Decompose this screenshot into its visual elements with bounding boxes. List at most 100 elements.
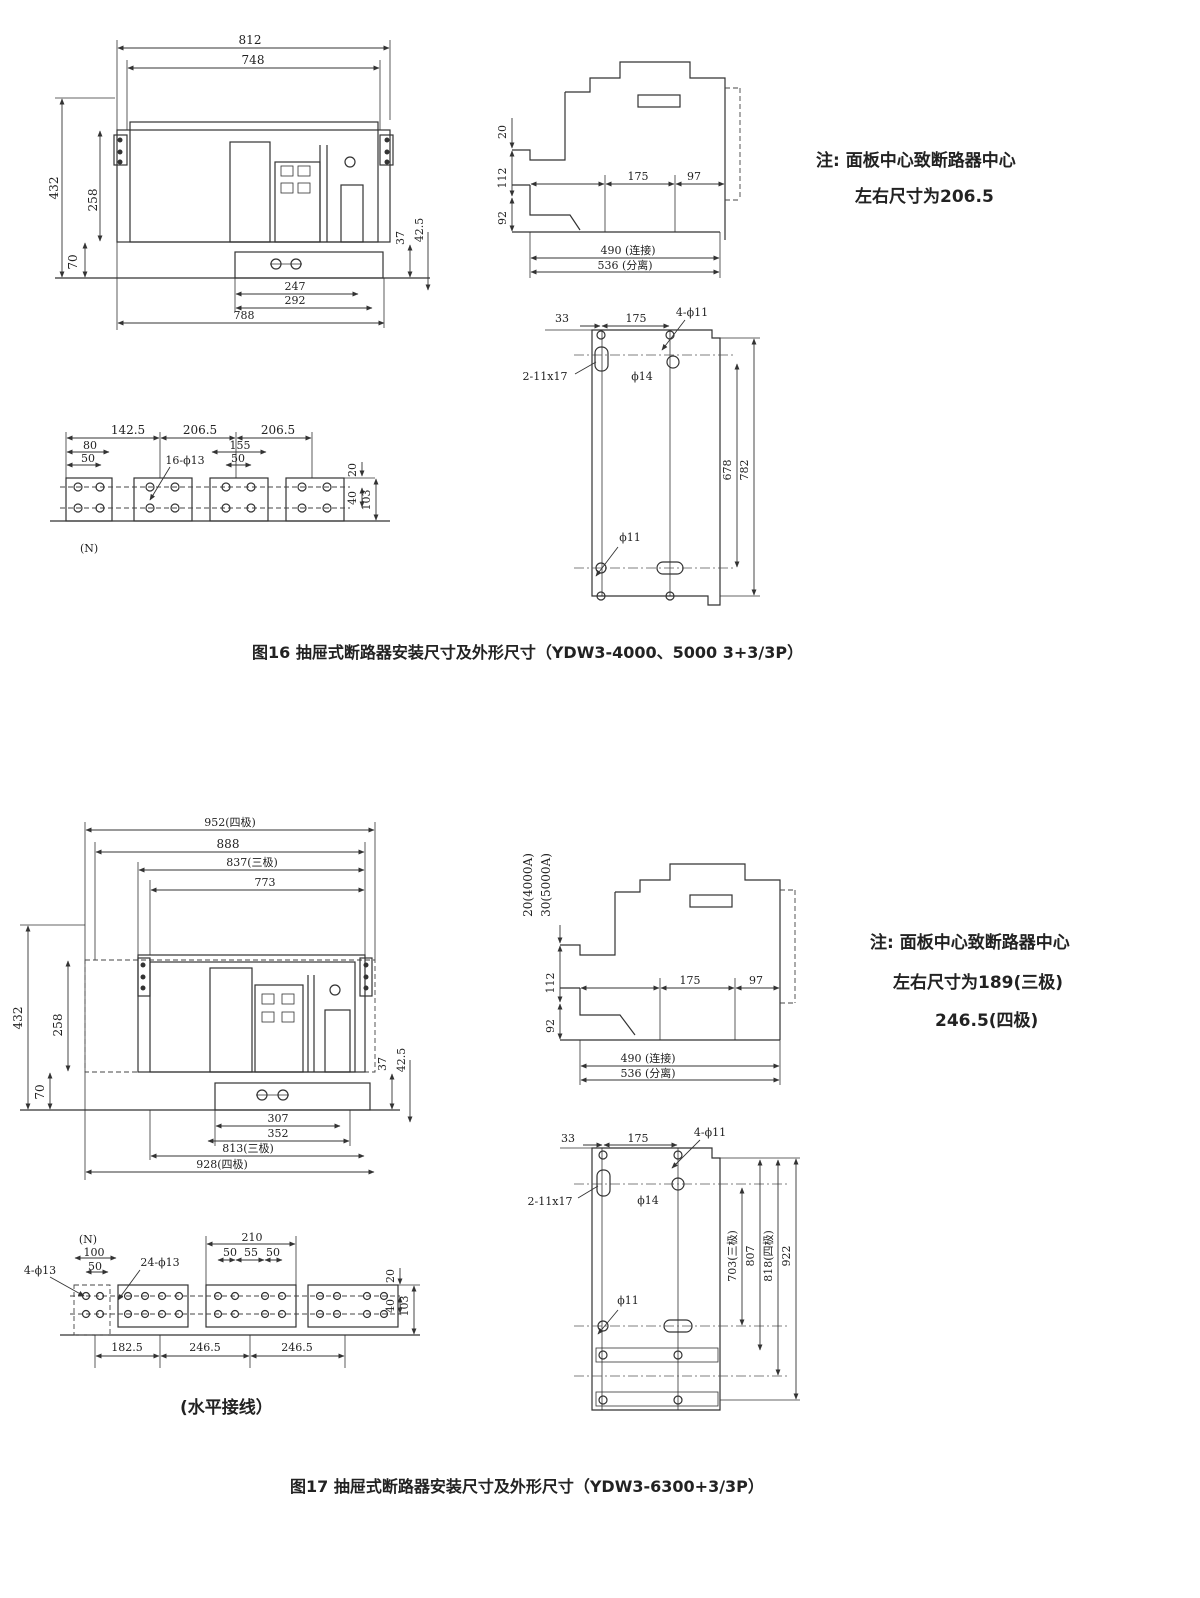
side-dim-97: 97	[687, 170, 701, 183]
term-dim-80: 80	[83, 439, 97, 452]
f17-base-d14: ϕ14	[637, 1194, 659, 1207]
term-dim-20: 20	[346, 463, 359, 477]
f17-term-50c: 50	[266, 1246, 280, 1259]
f17-term-100: 100	[84, 1246, 105, 1259]
f17-term-24d13: 24-ϕ13	[140, 1256, 179, 1269]
side-dim-112: 112	[496, 168, 509, 189]
f17-base-33: 33	[561, 1132, 575, 1145]
term-dim-142-5: 142.5	[111, 423, 145, 437]
f17-dim-928: 928(四极)	[196, 1157, 248, 1171]
base-dim-678: 678	[721, 460, 734, 481]
f17-term-103: 103	[398, 1296, 411, 1317]
term-n-label: (N)	[80, 542, 98, 555]
dim-42-5: 42.5	[413, 218, 426, 243]
note17-line1: 注: 面板中心致断路器中心	[870, 932, 1070, 953]
f17-side-30-5000a: 30(5000A)	[539, 853, 553, 917]
base-dim-175: 175	[626, 312, 647, 325]
dim-70: 70	[66, 254, 80, 269]
base-holes-4d11: 4-ϕ11	[676, 306, 708, 319]
side-dim-536: 536 (分离)	[597, 258, 652, 272]
note17-line3: 246.5(四极)	[935, 1011, 1038, 1031]
term-dim-206-5a: 206.5	[183, 423, 217, 437]
f17-base-d11: ϕ11	[617, 1294, 639, 1307]
fig16-side-view: 175 97 20 112 92 490 (连接) 536 (分离)	[496, 61, 741, 278]
note17-line2: 左右尺寸为189(三极)	[893, 972, 1063, 993]
fig17-note: 注: 面板中心致断路器中心 左右尺寸为189(三极) 246.5(四极)	[870, 932, 1070, 1031]
f17-dim-37: 37	[376, 1057, 389, 1071]
figure16-caption: 图16 抽屉式断路器安装尺寸及外形尺寸（YDW3-4000、5000 3+3/3…	[252, 643, 803, 662]
side-dim-20: 20	[496, 125, 509, 139]
dim-37: 37	[394, 231, 407, 245]
f17-dim-42-5: 42.5	[395, 1048, 408, 1073]
f17-term-210: 210	[242, 1231, 263, 1244]
side-dim-490: 490 (连接)	[600, 244, 655, 257]
terminal-holes	[73, 482, 332, 513]
f17-dim-837: 837(三极)	[226, 855, 278, 869]
term-dim-103: 103	[360, 490, 373, 511]
dim-748: 748	[242, 53, 265, 67]
f17-term-182-5: 182.5	[111, 1341, 143, 1354]
fig17-base-view: 33 175 4-ϕ11 2-11x17 ϕ14 ϕ11 703(三极) 807…	[528, 1126, 800, 1411]
f17-dim-952: 952(四极)	[204, 815, 256, 829]
f17-horizontal-wiring-label: (水平接线）	[180, 1397, 273, 1418]
f17-base-703: 703(三极)	[725, 1230, 739, 1282]
term-dim-50b: 50	[231, 452, 245, 465]
term-dim-206-5b: 206.5	[261, 423, 295, 437]
f17-base-922: 922	[780, 1246, 793, 1267]
fig17-side-view: 175 97 20(4000A) 30(5000A) 112 92 490 (连…	[521, 853, 796, 1085]
dim-788: 788	[234, 309, 255, 322]
dim-292: 292	[285, 294, 306, 307]
f17-side-536: 536 (分离)	[620, 1066, 675, 1080]
f17-term-55: 55	[244, 1246, 258, 1259]
f17-side-97: 97	[749, 974, 763, 987]
f17-dim-258: 258	[51, 1014, 65, 1037]
f17-term-246-5a: 246.5	[189, 1341, 221, 1354]
term-holes-16d13: 16-ϕ13	[165, 454, 204, 467]
f17-side-175: 175	[680, 974, 701, 987]
dim-812: 812	[239, 33, 262, 47]
dim-247: 247	[285, 280, 306, 293]
base-slot-2-11x17: 2-11x17	[523, 370, 568, 383]
f17-side-112: 112	[544, 973, 557, 994]
f17-base-slot: 2-11x17	[528, 1195, 573, 1208]
base-hole-d11: ϕ11	[619, 531, 641, 544]
f17-term-50b: 50	[223, 1246, 237, 1259]
f17-dim-888: 888	[217, 837, 240, 851]
f17-side-490: 490 (连接)	[620, 1052, 675, 1065]
fig16-note: 注: 面板中心致断路器中心 左右尺寸为206.5	[816, 150, 1016, 207]
base-dim-782: 782	[738, 460, 751, 481]
f17-term-40: 40	[384, 1299, 397, 1313]
f17-dim-70: 70	[33, 1084, 47, 1099]
f17-term-4d13: 4-ϕ13	[24, 1264, 56, 1277]
note16-line1: 注: 面板中心致断路器中心	[816, 150, 1016, 171]
f17-term-20: 20	[384, 1269, 397, 1283]
term-dim-50a: 50	[81, 452, 95, 465]
side-dim-175: 175	[628, 170, 649, 183]
f17-dim-352: 352	[268, 1127, 289, 1140]
term-dim-40: 40	[346, 491, 359, 505]
fig16-terminal-view: 142.5 206.5 206.5 80 50 155 50 16-ϕ13 20…	[50, 423, 390, 555]
f17-base-818: 818(四极)	[761, 1230, 775, 1282]
figure17-caption: 图17 抽屉式断路器安装尺寸及外形尺寸（YDW3-6300+3/3P）	[290, 1477, 764, 1496]
fig16-base-view: 33 175 4-ϕ11 2-11x17 ϕ14 ϕ11 678 782	[523, 306, 760, 606]
f17-side-92: 92	[544, 1019, 557, 1033]
f17-terminal-holes	[81, 1291, 389, 1319]
f17-term-n: (N)	[79, 1233, 97, 1246]
f17-term-246-5b: 246.5	[281, 1341, 313, 1354]
f17-dim-813: 813(三极)	[222, 1141, 274, 1155]
fig17-front-view: 952(四极) 888 837(三极) 773 432 258 70 37 42…	[11, 815, 413, 1180]
base-dim-33: 33	[555, 312, 569, 325]
f17-base-175: 175	[628, 1132, 649, 1145]
fig17-terminal-view: (N) 100 50 4-ϕ13 24-ϕ13 210 50 55 50 20 …	[24, 1231, 420, 1418]
f17-dim-432: 432	[11, 1007, 25, 1030]
f17-dim-773: 773	[255, 876, 276, 889]
f17-side-20-4000a: 20(4000A)	[521, 853, 535, 917]
fig16-front-view: 812 748 432 258 70 37 42.5 247 292 788	[47, 33, 431, 330]
f17-dim-307: 307	[268, 1112, 289, 1125]
f17-term-50a: 50	[88, 1260, 102, 1273]
dim-432: 432	[47, 177, 61, 200]
base-hole-d14: ϕ14	[631, 370, 653, 383]
side-dim-92: 92	[496, 211, 509, 225]
f17-base-807: 807	[744, 1246, 757, 1267]
